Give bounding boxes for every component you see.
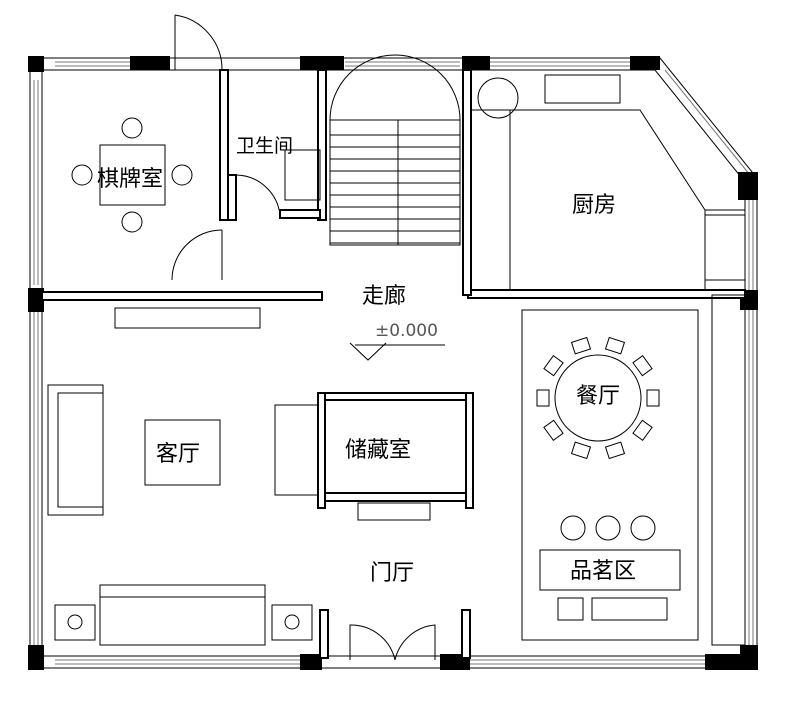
staircase [329,54,461,246]
exterior-walls [28,56,758,670]
dining-chair [543,354,564,377]
dining-chair [632,419,653,442]
elevation-mark: ±0.000 [375,321,438,341]
label-kitchen: 厨房 [572,193,616,218]
furniture [47,74,746,646]
dining-chair [632,354,653,377]
dining-chair [570,441,592,460]
dining-chair [570,336,592,355]
label-storage: 储藏室 [345,438,411,463]
dining-chair [604,336,626,355]
label-tea-area: 品茗区 [570,559,636,584]
dining-chair [543,419,564,442]
label-bathroom: 卫生间 [236,135,293,157]
label-corridor: 走廊 [362,284,406,309]
dining-chair [536,389,550,407]
label-foyer: 门厅 [370,561,414,586]
label-chess-room: 棋牌室 [97,167,163,192]
interior-walls [41,69,746,659]
label-dining: 餐厅 [576,384,620,409]
doors [171,14,436,661]
label-living-room: 客厅 [156,442,200,467]
dining-chair [604,441,626,460]
dining-chair [646,389,660,407]
